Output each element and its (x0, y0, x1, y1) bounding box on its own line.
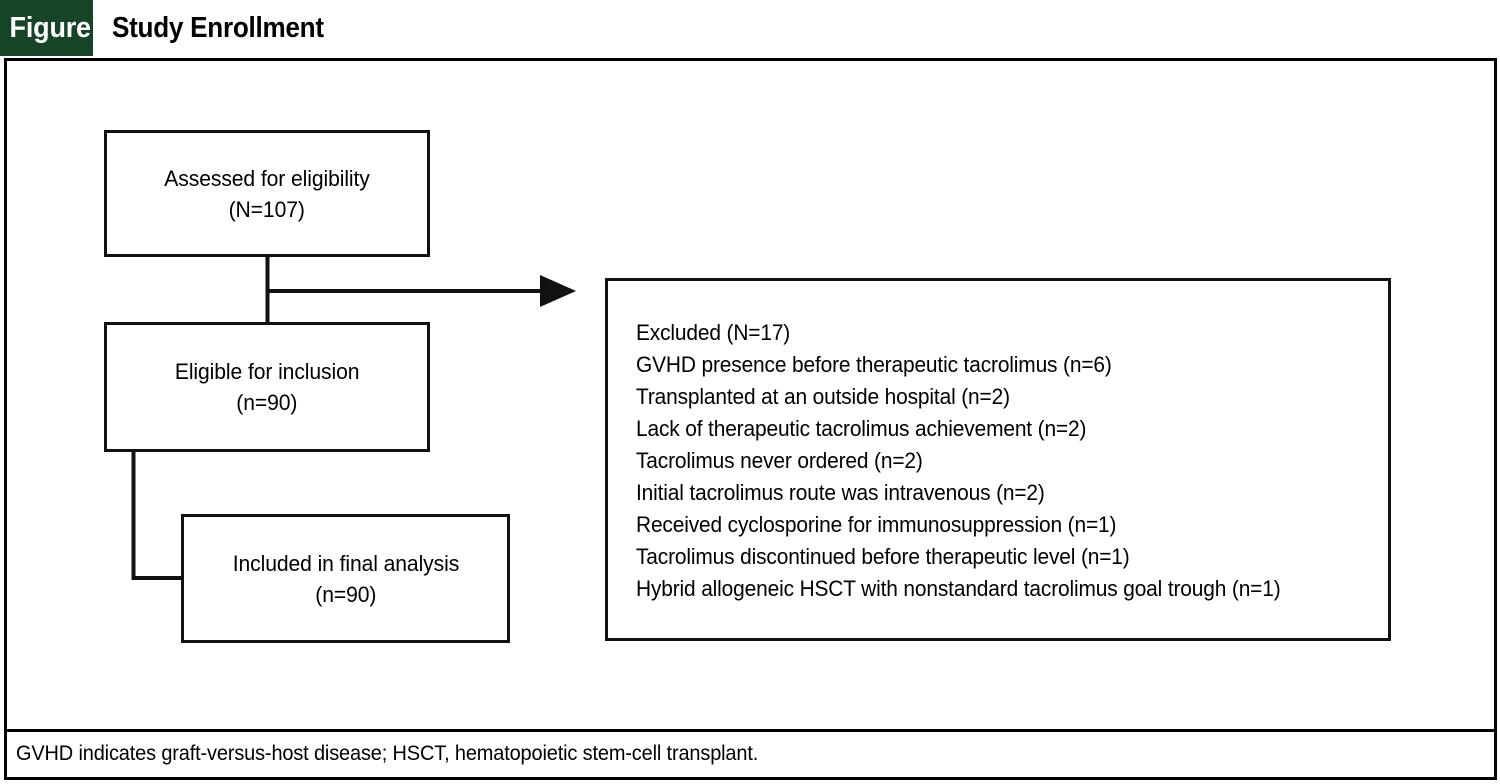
excluded-reason-item: Tacrolimus discontinued before therapeut… (636, 544, 1130, 569)
flow-box-eligible-line2: (n=90) (236, 390, 298, 415)
figure-footnote: GVHD indicates graft-versus-host disease… (16, 742, 759, 765)
excluded-reason-item: Initial tacrolimus route was intravenous… (636, 480, 1045, 505)
excluded-reason-item: Hybrid allogeneic HSCT with nonstandard … (636, 576, 1281, 601)
excluded-heading: Excluded (N=17) (636, 320, 791, 345)
footnote-divider (4, 729, 1497, 732)
flow-box-assessed-line2: (N=107) (228, 196, 306, 222)
flow-box-eligible-for-inclusion: Eligible for inclusion (n=90) (104, 322, 430, 452)
flow-box-included-line2: (n=90) (314, 581, 377, 607)
excluded-reason-item: Transplanted at an outside hospital (n=2… (636, 384, 1010, 409)
figure-title: Study Enrollment (112, 11, 324, 44)
figure-tag-label: Figure (0, 0, 93, 56)
figure-header: Figure Study Enrollment (0, 0, 1500, 56)
excluded-reason-item: Received cyclosporine for immunosuppress… (636, 512, 1117, 537)
flow-box-included-in-final-analysis: Included in final analysis (n=90) (181, 514, 510, 643)
flow-box-assessed-line1: Assessed for eligibility (164, 165, 370, 191)
excluded-reason-item: GVHD presence before therapeutic tacroli… (636, 352, 1112, 377)
excluded-reason-list: Excluded (N=17) GVHD presence before the… (636, 317, 1388, 605)
excluded-reason-item: Tacrolimus never ordered (n=2) (636, 448, 923, 473)
excluded-reason-item: Lack of therapeutic tacrolimus achieveme… (636, 416, 1087, 441)
flow-box-assessed-for-eligibility: Assessed for eligibility (N=107) (104, 130, 430, 257)
flow-box-excluded: Excluded (N=17) GVHD presence before the… (605, 278, 1391, 641)
flow-box-eligible-line1: Eligible for inclusion (174, 359, 360, 384)
flow-box-included-line1: Included in final analysis (232, 550, 459, 576)
